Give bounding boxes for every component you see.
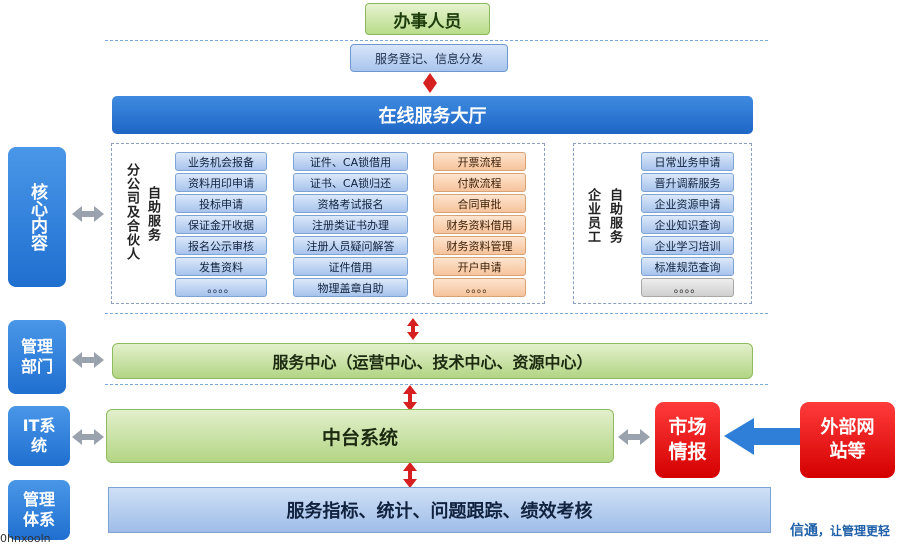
side-it: IT系统 (8, 406, 70, 466)
watermark-text: 0hnxooln (0, 532, 51, 545)
left-item-b: 证书、CA锁归还 (293, 173, 408, 192)
right-panel-col-a: 企业员工 (585, 188, 600, 244)
arrow-service-middle (403, 385, 417, 411)
right-item: 标准规范查询 (641, 257, 734, 276)
service-center: 服务中心（运营中心、技术中心、资源中心） (112, 343, 753, 379)
middle-platform-label: 中台系统 (321, 426, 398, 449)
right-panel-col-b: 自助服务 (607, 188, 622, 244)
right-item: 企业学习培训 (641, 236, 734, 255)
arrow-middle-bottom (403, 462, 417, 488)
left-item-b: 注册类证书办理 (293, 215, 408, 234)
external-sites-label: 外部网站等 (820, 417, 875, 462)
side-it-label: IT系统 (22, 416, 56, 455)
registration-label: 服务登记、信息分发 (374, 51, 483, 66)
left-item-a: 。。。。 (175, 278, 267, 297)
left-item-b: 注册人员疑问解答 (293, 236, 408, 255)
left-item-c: 合同审批 (433, 194, 526, 213)
left-item-c: 。。。。 (433, 278, 526, 297)
watermark: 0hnxooln (0, 532, 51, 545)
right-panel (573, 143, 752, 304)
arrow-panel-service (407, 318, 419, 340)
left-panel-col-b: 自助服务 (145, 186, 160, 242)
left-panel-col-a: 分公司及合伙人 (124, 163, 139, 261)
bottom-bar-label: 服务指标、统计、问题跟踪、绩效考核 (286, 501, 593, 522)
arrow-external-market (724, 418, 800, 455)
market-info: 市场情报 (655, 402, 720, 478)
market-info-label: 市场情报 (668, 416, 707, 463)
bottom-bar: 服务指标、统计、问题跟踪、绩效考核 (108, 487, 771, 533)
footer-brand: 信通，让管理更轻 (790, 520, 890, 540)
arrow-core-panel (72, 206, 104, 222)
left-item-c: 开票流程 (433, 152, 526, 171)
online-service-hall-label: 在线服务大厅 (378, 106, 487, 127)
footer-brand-name: 信通 (790, 523, 818, 539)
side-system-label: 管理体系 (22, 490, 55, 529)
registration-box: 服务登记、信息分发 (350, 44, 508, 72)
divider-mid-1 (105, 313, 768, 314)
left-item-b: 物理盖章自助 (293, 278, 408, 297)
right-item: 晋升调薪服务 (641, 173, 734, 192)
service-center-label: 服务中心（运营中心、技术中心、资源中心） (272, 353, 593, 372)
middle-platform: 中台系统 (106, 409, 614, 463)
left-item-a: 报名公示审核 (175, 236, 267, 255)
footer-slogan: ，让管理更轻 (818, 524, 891, 538)
side-mgmt-label: 管理部门 (20, 337, 53, 376)
staff-box: 办事人员 (365, 3, 490, 35)
external-sites: 外部网站等 (800, 402, 895, 478)
online-service-hall: 在线服务大厅 (112, 96, 753, 134)
right-item: 企业资源申请 (641, 194, 734, 213)
arrow-it-middle (72, 429, 104, 445)
staff-label: 办事人员 (393, 11, 462, 32)
side-mgmt: 管理部门 (8, 320, 66, 394)
left-item-b: 资格考试报名 (293, 194, 408, 213)
right-item: 企业知识查询 (641, 215, 734, 234)
left-panel (111, 143, 545, 304)
side-core: 核心内容 (8, 147, 66, 287)
left-item-b: 证件借用 (293, 257, 408, 276)
left-item-c: 付款流程 (433, 173, 526, 192)
left-item-c: 财务资料借用 (433, 215, 526, 234)
divider-mid-2 (105, 384, 768, 385)
arrow-mgmt-service (72, 352, 104, 368)
left-item-a: 发售资料 (175, 257, 267, 276)
left-item-c: 财务资料管理 (433, 236, 526, 255)
left-item-b: 证件、CA锁借用 (293, 152, 408, 171)
arrow-registration-hall (423, 73, 437, 93)
right-item: 日常业务申请 (641, 152, 734, 171)
right-item: 。。。。 (641, 278, 734, 297)
side-system: 管理体系 (8, 480, 70, 540)
left-item-c: 开户申请 (433, 257, 526, 276)
left-item-a: 投标申请 (175, 194, 267, 213)
left-item-a: 保证金开收据 (175, 215, 267, 234)
divider-top (105, 40, 768, 41)
left-item-a: 业务机会报备 (175, 152, 267, 171)
arrow-middle-market (618, 429, 650, 445)
left-item-a: 资料用印申请 (175, 173, 267, 192)
side-core-label: 核心内容 (27, 183, 47, 251)
